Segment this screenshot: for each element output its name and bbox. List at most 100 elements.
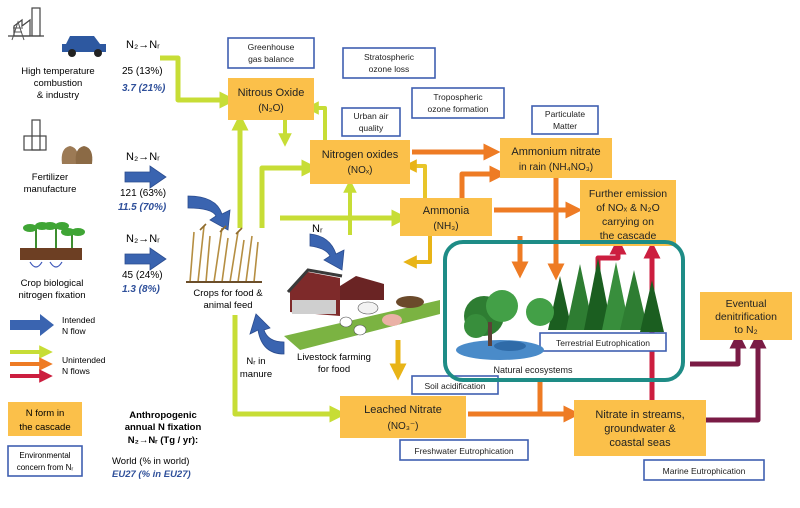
intended-arrows <box>124 165 345 355</box>
ammonium-nitrate-l1: Ammonium nitrate <box>511 146 600 158</box>
forest-illustration <box>456 258 664 360</box>
manure-label-l2: manure <box>240 369 272 380</box>
ecosystems-outline <box>443 240 685 382</box>
power-pylon-icon <box>11 20 25 41</box>
legend-intended-arrow <box>10 314 54 336</box>
nitrate-streams-l2: groundwater & <box>604 423 676 435</box>
source-biological: Crop biological nitrogen fixation N₂→Nᵣ … <box>18 222 163 301</box>
source-combustion: High temperature combustion & industry N… <box>8 7 166 101</box>
arrow-streams-to-denitrification <box>706 331 767 423</box>
denitrification-l3: to N₂ <box>734 324 757 336</box>
arrow-nox-to-n2o <box>305 101 327 140</box>
fertilizer-sacks-icon <box>61 146 93 164</box>
manure: Nᵣ in manure <box>240 356 272 380</box>
arrow-combustion-to-n2o <box>160 55 237 109</box>
livestock-label-l2: for food <box>318 364 350 375</box>
nitrous-oxide-l2: (N₂O) <box>258 103 284 114</box>
box-eventual-denitrification <box>700 292 792 340</box>
key-eu: EU27 (% in EU27) <box>112 469 191 480</box>
urban-air-l1: Urban air <box>354 111 389 121</box>
urban-air-l2: quality <box>359 123 384 133</box>
arrow-ammonia-to-ammonium <box>459 165 507 198</box>
natural-ecosystems: Natural ecosystems <box>443 240 685 382</box>
legend-n-form-l2: the cascade <box>19 422 70 433</box>
freshwater-label: Freshwater Eutrophication <box>414 446 513 456</box>
particulate-l2: Matter <box>553 121 577 131</box>
further-emission-l2: of NOₓ & N₂O <box>596 202 660 214</box>
box-ammonia <box>400 198 492 236</box>
manure-label-l1: Nᵣ in <box>246 356 265 367</box>
stratospheric-l1: Stratospheric <box>364 52 415 62</box>
ecosystems-label: Natural ecosystems <box>493 365 573 375</box>
key-title-l1: Anthropogenic <box>129 410 197 421</box>
key-title-l2: annual N fixation <box>125 422 202 433</box>
nr-label: Nᵣ <box>312 223 323 235</box>
nitrous-oxide-l1: Nitrous Oxide <box>238 87 305 99</box>
legume-plants-icon <box>20 222 85 268</box>
legend-intended-l1: Intended <box>62 315 95 325</box>
concern-particulate <box>531 105 599 135</box>
arrow-ammonia-to-nox <box>403 159 427 198</box>
key-title-l3: N₂→Nᵣ (Tg / yr): <box>128 435 198 446</box>
combustion-world: 25 (13%) <box>122 66 163 77</box>
combustion-eu: 3.7 (21%) <box>122 83 166 94</box>
ammonium-nitrate-l2: in rain (NH₄NO₃) <box>519 162 593 173</box>
ammonia-l1: Ammonia <box>423 205 470 217</box>
denitrification-l2: denitrification <box>715 311 777 323</box>
legend-concern-box <box>7 445 83 477</box>
fertilizer-world: 121 (63%) <box>120 188 166 199</box>
blue-arrow-fertilizer <box>124 165 167 189</box>
greenhouse-l2: gas balance <box>248 54 294 64</box>
combustion-label-l2: combustion <box>34 78 83 89</box>
blue-arrow-manure-to-crops <box>249 313 285 355</box>
biological-label-l2: nitrogen fixation <box>18 290 85 301</box>
fertilizer-label-l1: Fertilizer <box>32 172 68 183</box>
key-world: World (% in world) <box>112 456 189 467</box>
livestock: Nᵣ Livestock farming for food <box>284 223 440 375</box>
concern-terrestrial <box>539 332 667 352</box>
fertilizer-formula: N₂→Nᵣ <box>126 151 160 163</box>
fertilizer-label-l2: manufacture <box>24 184 77 195</box>
flow-arrows <box>160 55 767 423</box>
legend-unintended-l1: Unintended <box>62 355 106 365</box>
blue-arrow-nr-to-livestock <box>309 233 345 271</box>
box-further-emission <box>580 180 676 246</box>
fertilizer-eu: 11.5 (70%) <box>118 202 167 213</box>
biological-formula: N₂→Nᵣ <box>126 233 160 245</box>
tropospheric-l1: Tropospheric <box>433 92 483 102</box>
arrow-eco-to-denitrification <box>690 331 747 367</box>
legend-intended-l2: N flow <box>62 326 86 336</box>
further-emission-l1: Further emission <box>589 188 667 200</box>
concern-greenhouse <box>227 37 315 69</box>
concern-freshwater <box>399 439 529 461</box>
n-form-boxes: Nitrous Oxide (N₂O) Nitrogen oxides (NOₓ… <box>228 78 792 456</box>
further-emission-l3: carrying on <box>602 216 654 228</box>
soil-label: Soil acidification <box>425 381 486 391</box>
arrow-crops-to-leached <box>232 315 347 423</box>
box-nitrogen-oxides <box>310 140 410 184</box>
box-nitrate-streams <box>574 400 706 456</box>
nitrogen-oxides-l2: (NOₓ) <box>348 165 373 176</box>
fixation-key: Anthropogenic annual N fixation N₂→Nᵣ (T… <box>112 410 201 480</box>
biological-label-l1: Crop biological <box>21 278 84 289</box>
blue-arrow-biological <box>124 247 167 271</box>
combustion-formula: N₂→Nᵣ <box>126 39 160 51</box>
concern-tropospheric <box>411 87 505 119</box>
legend: Intended N flow Unintended N flows N for… <box>7 314 106 477</box>
source-fertilizer: Fertilizer manufacture N₂→Nᵣ 121 (63%) 1… <box>23 119 167 213</box>
livestock-label-l1: Livestock farming <box>297 352 371 363</box>
tropospheric-l2: ozone formation <box>428 104 489 114</box>
box-nitrous-oxide <box>228 78 314 120</box>
leached-nitrate-l1: Leached Nitrate <box>364 404 442 416</box>
nitrate-streams-l3: coastal seas <box>609 437 671 449</box>
greenhouse-l1: Greenhouse <box>248 42 295 52</box>
wheat-icon <box>186 223 262 283</box>
stratospheric-l2: ozone loss <box>369 64 410 74</box>
box-ammonium-nitrate <box>500 138 612 178</box>
nitrate-streams-l1: Nitrate in streams, <box>595 409 684 421</box>
legend-concern-l1: Environmental <box>19 451 70 460</box>
factory-icon <box>8 7 44 37</box>
legend-concern-l2: concern from Nᵣ <box>17 463 74 472</box>
combustion-label-l1: High temperature <box>21 66 94 77</box>
